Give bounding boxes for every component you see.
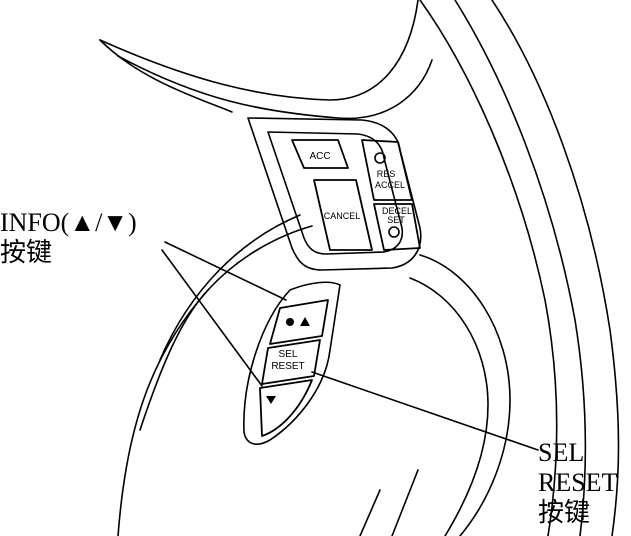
wheel-rim-inner: [419, 0, 558, 536]
decel-label: DECEL: [382, 206, 412, 216]
res-indicator-icon: [374, 152, 386, 164]
hub-curve: [159, 214, 301, 361]
cancel-button[interactable]: [313, 179, 373, 251]
wheel-rim-groove: [454, 0, 587, 536]
acc-button[interactable]: [291, 139, 349, 169]
accel-label: ACCEL: [375, 180, 405, 190]
hub-left: [139, 289, 209, 431]
spoke-lower-3: [359, 489, 381, 536]
res-accel-button[interactable]: [361, 139, 413, 201]
reset-label: RESET: [271, 361, 304, 372]
cancel-label: CANCEL: [324, 211, 361, 221]
acc-label: ACC: [309, 151, 330, 162]
spoke-lower-2: [409, 277, 489, 536]
info-callout: INFO(▲/▼) 按键: [0, 208, 137, 268]
res-label: RES: [377, 169, 396, 179]
sel-reset-callout-line2: RESET: [538, 468, 618, 497]
spoke-lower-4: [391, 469, 419, 536]
info-callout-subtitle: 按键: [0, 238, 53, 267]
info-triangle-up-icon: [300, 317, 310, 326]
set-indicator-icon: [388, 226, 400, 238]
sel-reset-callout-line3: 按键: [538, 498, 591, 527]
info-up-button[interactable]: [269, 299, 329, 345]
spoke-upper-edge: [99, 0, 419, 101]
sel-reset-leader-line: [311, 371, 539, 451]
sel-reset-button[interactable]: [261, 339, 321, 385]
set-label: SET: [387, 215, 405, 225]
triangle-down-icon: [266, 396, 276, 404]
info-leader-line-1: [164, 241, 287, 301]
info-pod-housing: [243, 281, 341, 445]
spoke-side: [99, 39, 233, 113]
info-leader-line-2: [161, 249, 263, 387]
wheel-rim-outer: [491, 0, 620, 536]
decel-set-button[interactable]: [373, 203, 421, 251]
spoke-lower-1: [419, 254, 511, 536]
spoke-upper-edge-2: [117, 55, 433, 120]
sel-label: SEL: [279, 349, 298, 360]
cruise-pod-housing: [247, 117, 422, 271]
info-circle-icon: [286, 318, 294, 326]
info-down-button[interactable]: [259, 379, 313, 437]
sel-reset-callout: SEL RESET 按键: [538, 438, 617, 528]
sel-reset-callout-line1: SEL: [538, 438, 585, 467]
info-callout-title: INFO(▲/▼): [0, 208, 137, 237]
